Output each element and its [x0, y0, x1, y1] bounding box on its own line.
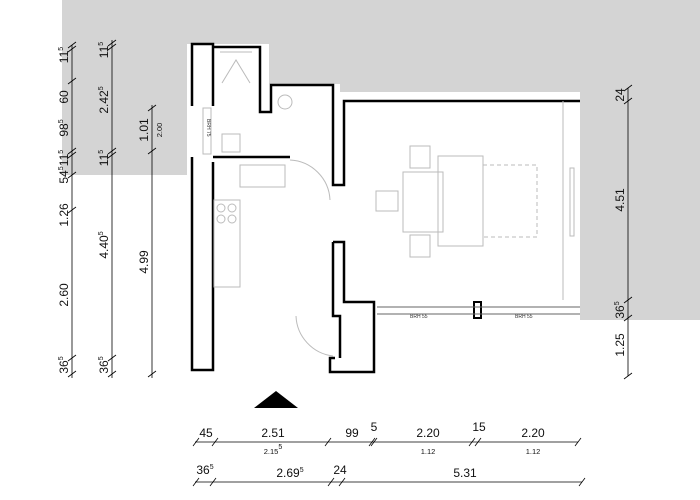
door-swing: [295, 315, 334, 357]
dimension-tick: [623, 84, 633, 92]
dimension-label: 115: [57, 47, 71, 63]
dimension-label: 2.20: [521, 426, 545, 440]
dimension-label: 1.12: [526, 447, 541, 456]
dimension-tick: [67, 206, 77, 214]
dimension-label: 1.01: [137, 118, 151, 142]
entrance-arrow-icon: [254, 391, 298, 408]
dimension-label: 2.60: [57, 283, 71, 307]
dimension-tick: [67, 77, 77, 85]
dimension-label: 60: [57, 90, 71, 104]
dimension-tick: [107, 151, 117, 159]
sink-icon: [239, 164, 286, 188]
dimension-label: 2.51: [261, 426, 285, 440]
dimension-label: 4.405: [97, 231, 111, 258]
door-swing: [289, 159, 331, 201]
dimension-tick: [107, 354, 117, 362]
dimension-tick: [67, 171, 77, 179]
dimension-label: 2.695: [276, 466, 303, 480]
dimension-label: 545: [57, 166, 71, 183]
dimension-label: 2.00: [155, 123, 164, 138]
dimension-tick: [67, 45, 77, 53]
dimension-tick: [574, 437, 582, 447]
dimension-label: 365: [97, 356, 111, 373]
dimension-tick: [338, 477, 346, 487]
dimension-label: 99: [345, 426, 359, 440]
dimension-tick: [67, 151, 77, 159]
dimension-label: 985: [57, 119, 71, 136]
dimension-tick: [623, 296, 633, 304]
windows: BRH 75 BRH 55 BRH 55: [202, 101, 580, 320]
dimension-tick: [324, 437, 332, 447]
dimension-tick: [107, 39, 117, 47]
dimension-label: 2.425: [97, 86, 111, 113]
dimension-tick: [107, 370, 117, 378]
dimension-label: 4.51: [613, 188, 627, 212]
furniture: [213, 51, 575, 357]
sofa-icon: [437, 155, 484, 247]
dimension-label: 24: [613, 88, 627, 102]
toilet-icon: [277, 94, 293, 110]
washbasin-icon: [221, 133, 241, 153]
dimension-tick: [67, 41, 77, 49]
dimension-label: 365: [196, 463, 213, 477]
dimension-label: 1.12: [421, 447, 436, 456]
dimension-label: 365: [613, 301, 627, 318]
dimension-label: 4.99: [137, 250, 151, 274]
dimension-tick: [192, 437, 200, 447]
dimension-label: 1.25: [613, 333, 627, 357]
dimension-tick: [147, 147, 157, 155]
dimension-tick: [474, 437, 482, 447]
dimension-tick: [623, 97, 633, 105]
dimension-tick: [468, 437, 476, 447]
dimension-label: 1.26: [57, 203, 71, 227]
dimension-tick: [211, 437, 219, 447]
dimension-tick: [370, 437, 378, 447]
dimension-tick: [578, 477, 586, 487]
dimension-label: 5.31: [453, 466, 477, 480]
dimension-label: 15: [472, 420, 486, 434]
dimension-tick: [147, 370, 157, 378]
dimension-tick: [107, 43, 117, 51]
dimension-tick: [209, 477, 217, 487]
kitchen-counter: [213, 199, 241, 288]
dimension-tick: [107, 147, 117, 155]
walls: [190, 42, 580, 374]
dimension-label: 2.155: [264, 444, 283, 456]
window-label: BRH 75: [205, 119, 211, 137]
dimension-tick: [623, 314, 633, 322]
dimension-label: 45: [199, 426, 213, 440]
dimension-tick: [67, 370, 77, 378]
dimension-tick: [623, 372, 633, 380]
dimension-tick: [67, 147, 77, 155]
dimension-tick: [147, 104, 157, 112]
surrounding-area: [62, 0, 700, 374]
dimension-tick: [192, 477, 200, 487]
dimension-label: 5: [371, 420, 378, 434]
dimension-tick: [327, 477, 335, 487]
dimension-label: 115: [97, 150, 111, 166]
dimension-tick: [368, 437, 376, 447]
dimension-label: 2.20: [416, 426, 440, 440]
dimension-label: 24: [333, 463, 347, 477]
window-label: BRH 55: [410, 314, 428, 320]
dimension-label: 115: [57, 150, 71, 166]
dimension-label: 115: [97, 42, 111, 58]
window-label: BRH 55: [515, 314, 533, 320]
dimension-tick: [67, 354, 77, 362]
table-icon: [402, 171, 444, 233]
dimension-label: 365: [57, 356, 71, 373]
